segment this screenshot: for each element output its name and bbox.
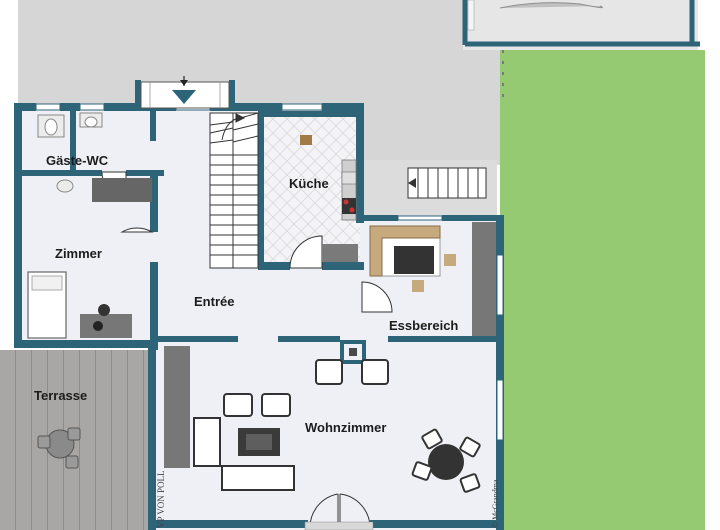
sideboard [472, 222, 496, 336]
sofa-bottom [221, 465, 295, 491]
label-zimmer: Zimmer [55, 246, 102, 261]
car-icon [499, 2, 603, 9]
label-wohnzimmer: Wohnzimmer [305, 420, 386, 435]
armchairs [223, 359, 389, 417]
label-entree: Entrée [194, 294, 234, 309]
entrance-arrow-icon [172, 90, 196, 104]
label-terrasse: Terrasse [34, 388, 87, 403]
round-table [428, 444, 464, 480]
watermark-logo: VP VON POLL [156, 470, 166, 528]
kitchen-stool [300, 135, 312, 145]
desk [80, 314, 132, 338]
wc-fixtures [37, 112, 103, 193]
walls [14, 80, 504, 530]
staircase [209, 112, 259, 269]
credit-text: © McGrandma [491, 479, 500, 528]
tv-cabinet [164, 346, 190, 468]
dining-table [394, 246, 434, 274]
sofa-left [193, 417, 221, 467]
cabinet [92, 178, 152, 202]
label-kueche: Küche [289, 176, 329, 191]
label-essbereich: Essbereich [389, 318, 458, 333]
lawn [500, 50, 705, 530]
corner-bench [369, 225, 441, 277]
label-gaeste-wc: Gäste-WC [46, 153, 109, 168]
outdoor-steps [407, 167, 487, 199]
